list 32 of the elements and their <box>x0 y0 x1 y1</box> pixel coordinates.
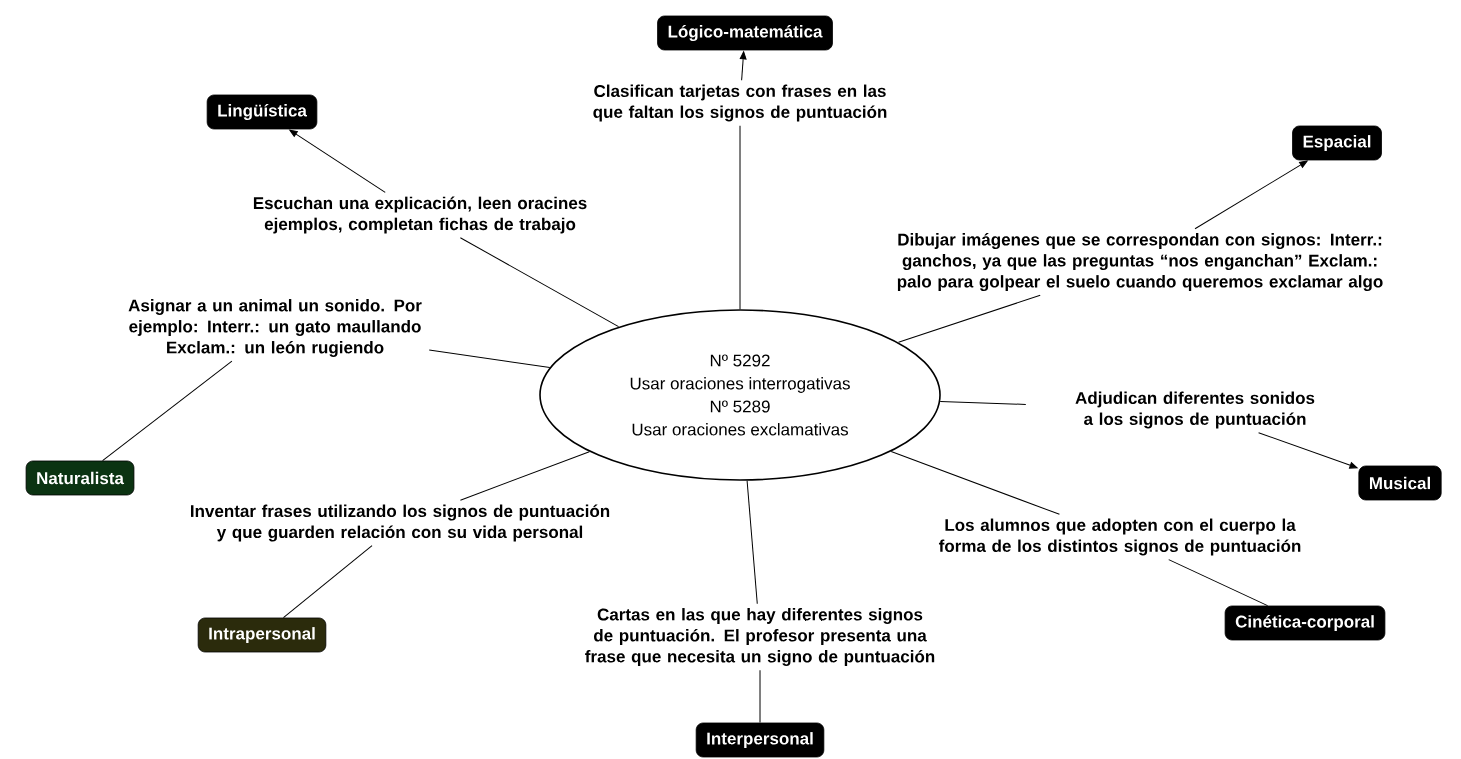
arrow <box>739 51 747 81</box>
connector-line <box>282 545 373 619</box>
arrow <box>289 129 386 193</box>
intelligence-box: Intrapersonal <box>197 617 327 653</box>
activity-text: Escuchan una explicación, leen oracines ejemplos, completan fichas de trabajo <box>253 196 587 234</box>
activity-text: Asignar a un animal un sonido. Por ejemplo: Interr.: un gato maullando Exclam.: un león rugiendo <box>128 299 422 357</box>
activity-text: Inventar frases utilizando los signos de puntuación y que guarden relación con su vida personal <box>191 504 610 542</box>
intelligence-box: Lingüística <box>206 94 318 130</box>
arrow <box>1194 160 1308 230</box>
arrow <box>1258 432 1358 469</box>
connector-line <box>459 451 590 501</box>
activity-text: Clasifican tarjetas con frases en las que faltan los signos de puntuación <box>593 84 887 122</box>
connector-line <box>428 349 551 368</box>
activity-text: Adjudican diferentes sonidos a los signos de puntuación <box>1075 391 1315 429</box>
connector-line <box>939 401 1027 405</box>
connector-line <box>759 669 761 724</box>
intelligence-box: Naturalista <box>25 460 135 496</box>
activity-text: Los alumnos que adopten con el cuerpo la forma de los distintos signos de puntuación <box>938 518 1301 556</box>
activity-text: Cartas en las que hay diferentes signos de puntuación. El profesor presenta una frase que necesita un signo de puntuación <box>585 608 935 666</box>
intelligence-box: Musical <box>1358 465 1442 501</box>
intelligence-box: Espacial <box>1292 125 1382 161</box>
connector-line <box>102 360 233 462</box>
activity-text: Dibujar imágenes que se correspondan con signos: Interr.: ganchos, ya que las preguntas “nos enganchan” Exclam.: palo para golpear el suelo cuando queremos exclamar algo <box>897 232 1383 292</box>
intelligence-box: Cinética-corporal <box>1224 605 1386 641</box>
connector-line <box>746 480 758 605</box>
intelligence-box: Interpersonal <box>695 722 825 758</box>
connector-line <box>459 237 620 328</box>
connector-line <box>739 125 741 310</box>
connector-line <box>898 294 1041 343</box>
connector-line <box>1168 559 1269 607</box>
intelligence-box: Lógico-matemática <box>657 15 833 51</box>
connector-line <box>890 450 1060 515</box>
